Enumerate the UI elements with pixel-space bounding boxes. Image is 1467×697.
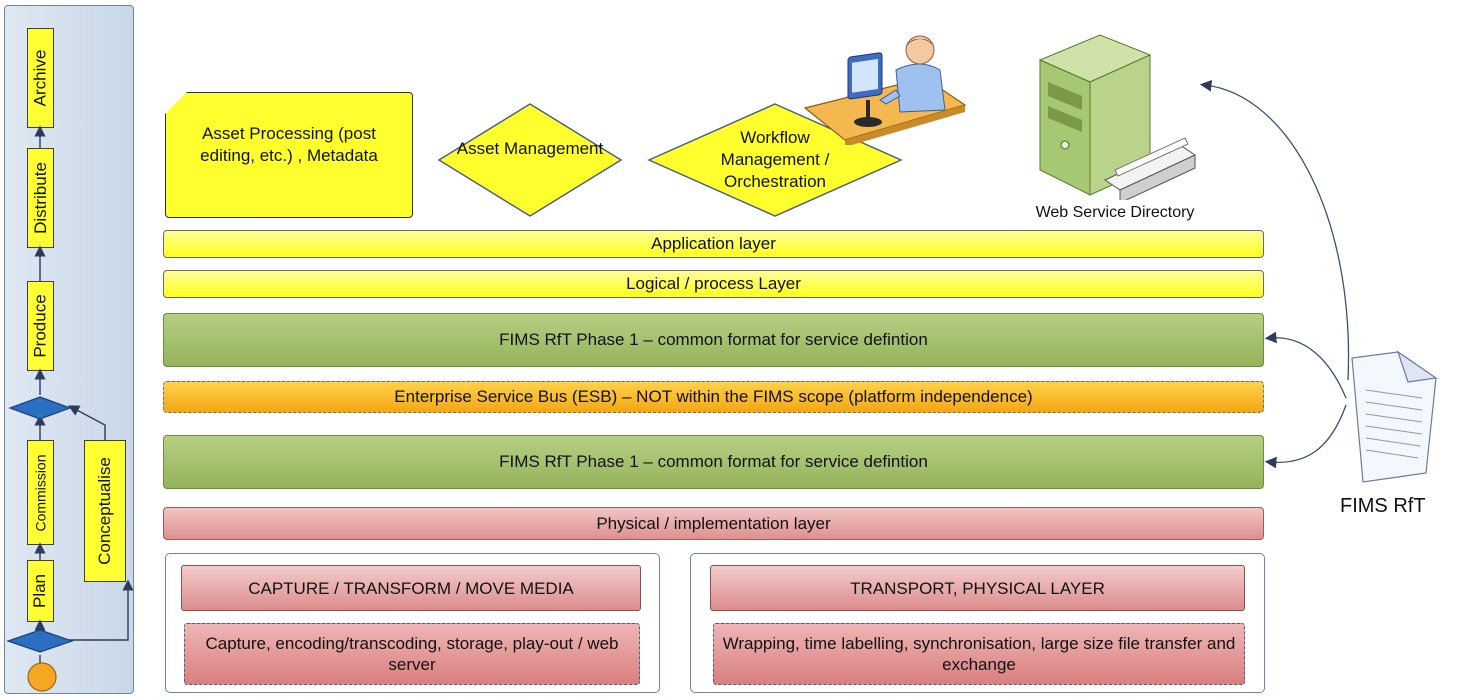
phase-archive[interactable]: Archive [27, 28, 54, 128]
esb-bar[interactable]: Enterprise Service Bus (ESB) – NOT withi… [163, 381, 1264, 413]
lifecycle-flow-connectors [6, 125, 134, 692]
wrapping-timing-label: Wrapping, time labelling, synchronisatio… [722, 634, 1236, 674]
capture-encoding-label: Capture, encoding/transcoding, storage, … [205, 634, 619, 674]
logical-process-layer-bar[interactable]: Logical / process Layer [163, 270, 1264, 298]
fims-rft-document-icon [1351, 350, 1438, 483]
server-icon [1038, 34, 1197, 200]
fims-phase1-upper-label: FIMS RfT Phase 1 – common format for ser… [499, 330, 928, 349]
phase-produce[interactable]: Produce [27, 281, 54, 371]
asset-processing-label: Asset Processing (post editing, etc.) , … [200, 124, 378, 165]
fims-phase1-upper-bar[interactable]: FIMS RfT Phase 1 – common format for ser… [163, 313, 1264, 367]
esb-label: Enterprise Service Bus (ESB) – NOT withi… [394, 387, 1033, 406]
application-layer-label: Application layer [651, 234, 776, 253]
start-node [27, 662, 57, 692]
asset-management-label: Asset Management [456, 139, 604, 158]
asset-processing-box[interactable]: Asset Processing (post editing, etc.) , … [165, 92, 413, 218]
phase-plan[interactable]: Plan [27, 560, 54, 622]
capture-encoding-box[interactable]: Capture, encoding/transcoding, storage, … [184, 623, 640, 685]
logical-process-layer-label: Logical / process Layer [626, 274, 801, 293]
capture-transform-move-label: CAPTURE / TRANSFORM / MOVE MEDIA [248, 578, 574, 598]
fims-rft-connectors [1199, 79, 1438, 483]
web-service-directory-label: Web Service Directory [1035, 204, 1195, 221]
workflow-management-label: Workflow Management / Orchestration [720, 128, 830, 191]
fims-phase1-lower-label: FIMS RfT Phase 1 – common format for ser… [499, 452, 928, 471]
physical-layer-label: Physical / implementation layer [596, 513, 831, 533]
phase-conceptualise[interactable]: Conceptualise [84, 440, 126, 582]
transport-physical-layer-label: TRANSPORT, PHYSICAL LAYER [850, 578, 1105, 598]
decision-node-lower [6, 629, 74, 653]
fims-rft-label: FIMS RfT [1340, 495, 1426, 517]
application-layer-bar[interactable]: Application layer [163, 230, 1264, 258]
phase-commission[interactable]: Commission [27, 440, 54, 545]
wrapping-timing-box[interactable]: Wrapping, time labelling, synchronisatio… [713, 623, 1245, 685]
decision-node-upper [8, 396, 72, 420]
operator-workstation-icon [803, 35, 967, 145]
transport-physical-layer-box[interactable]: TRANSPORT, PHYSICAL LAYER [710, 565, 1245, 611]
fims-phase1-lower-bar[interactable]: FIMS RfT Phase 1 – common format for ser… [163, 435, 1264, 489]
asset-management-diamond[interactable] [435, 100, 625, 220]
physical-layer-bar[interactable]: Physical / implementation layer [163, 507, 1264, 540]
capture-transform-move-box[interactable]: CAPTURE / TRANSFORM / MOVE MEDIA [181, 565, 641, 611]
